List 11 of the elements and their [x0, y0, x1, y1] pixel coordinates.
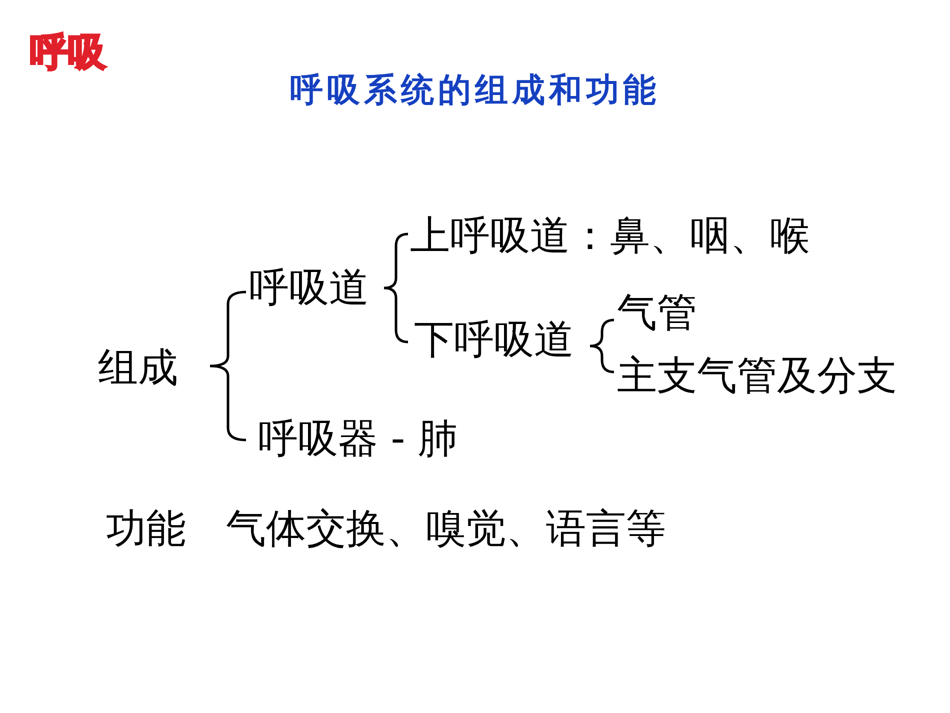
text-label: 组成 — [98, 346, 178, 390]
text-label: 下呼吸道 — [414, 318, 574, 362]
text-label: 气管 — [617, 291, 697, 335]
corner-heading: 呼吸 — [30, 32, 106, 74]
text-label: 呼吸器 - 肺 — [258, 417, 458, 461]
text-label: 气体交换、嗅觉、语言等 — [226, 507, 666, 551]
text-label: 主支气管及分支 — [617, 354, 897, 398]
text-label: 上呼吸道：鼻、咽、喉 — [410, 214, 810, 258]
text-label: 功能 — [106, 507, 186, 551]
text-label: 呼吸道 — [249, 266, 369, 310]
title: 呼吸系统的组成和功能 — [289, 72, 661, 108]
